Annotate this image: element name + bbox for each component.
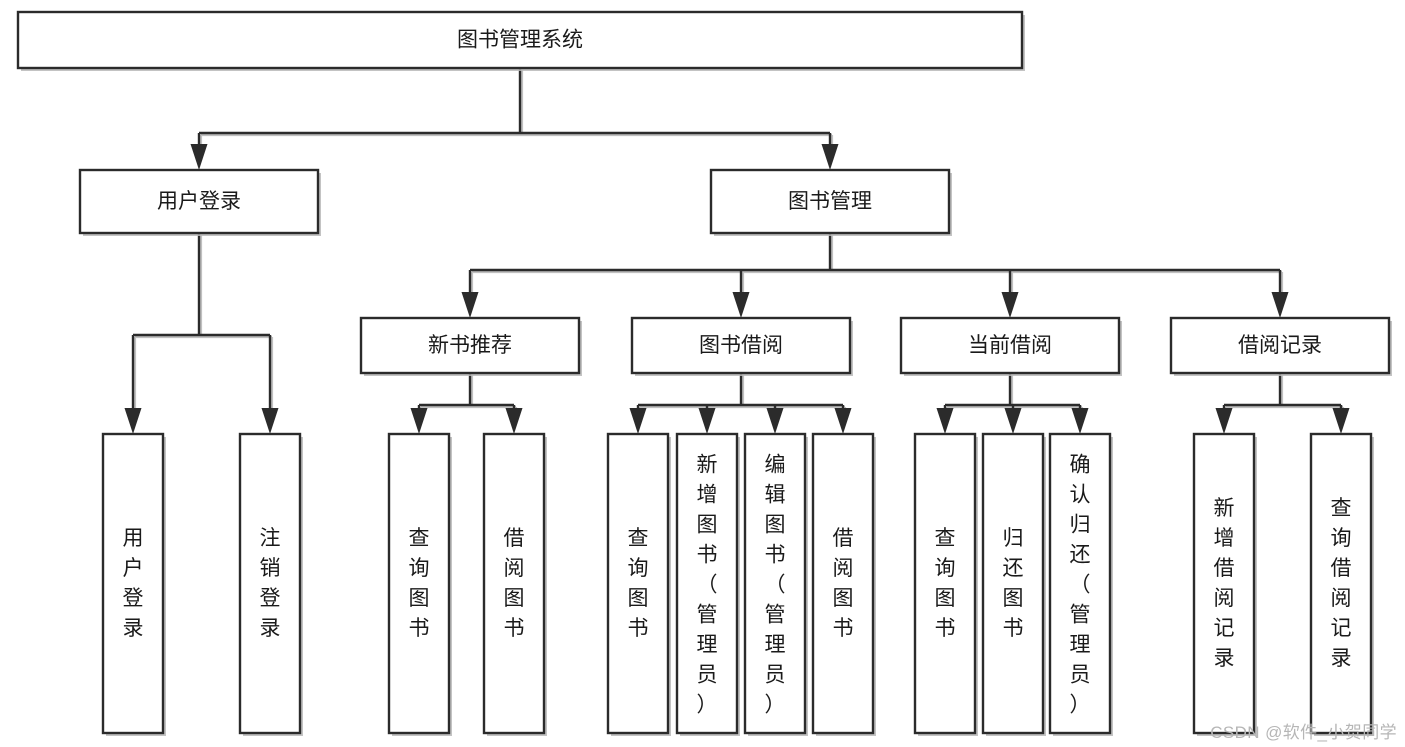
node-book-manage[interactable]: 图书管理 xyxy=(709,168,952,236)
node-root[interactable]: 图书管理系统 xyxy=(16,10,1025,71)
arrow-head-icon xyxy=(732,292,750,318)
node-label: 借阅记录 xyxy=(1238,334,1322,357)
edge-group-new-book-rec-to-leaves xyxy=(410,373,523,434)
node-current-borrow[interactable]: 当前借阅 xyxy=(899,316,1122,376)
node-leaf-query-book-2[interactable]: 查询图书 xyxy=(606,432,671,736)
node-label: 新增借阅记录 xyxy=(1214,497,1235,670)
node-label: 图书管理系统 xyxy=(457,29,583,52)
arrow-head-icon xyxy=(410,408,428,434)
node-box[interactable] xyxy=(387,432,451,735)
edge-group-current-borrow-to-leaves xyxy=(936,373,1089,434)
arrow-head-icon xyxy=(821,144,839,170)
node-label: 归还图书 xyxy=(1003,527,1024,640)
node-borrow-record[interactable]: 借阅记录 xyxy=(1169,316,1392,376)
node-box[interactable] xyxy=(981,432,1045,735)
node-box[interactable] xyxy=(630,316,852,375)
node-leaf-user-login[interactable]: 用户登录 xyxy=(101,432,166,736)
arrow-head-icon xyxy=(505,408,523,434)
node-leaf-query-book-1[interactable]: 查询图书 xyxy=(387,432,452,736)
node-user-login[interactable]: 用户登录 xyxy=(78,168,321,236)
arrow-head-icon xyxy=(1332,408,1350,434)
node-leaf-edit-book[interactable]: 编辑图书（管理员） xyxy=(743,432,808,736)
node-label: 新增图书（管理员） xyxy=(697,454,718,717)
arrow-head-icon xyxy=(124,408,142,434)
node-box[interactable] xyxy=(811,432,875,735)
node-leaf-query-record[interactable]: 查询借阅记录 xyxy=(1309,432,1374,736)
node-box[interactable] xyxy=(1192,432,1256,735)
node-leaf-borrow-book-1[interactable]: 借阅图书 xyxy=(482,432,547,736)
node-box[interactable] xyxy=(1048,432,1112,735)
node-label: 图书借阅 xyxy=(699,334,783,357)
node-leaf-return-book[interactable]: 归还图书 xyxy=(981,432,1046,736)
node-leaf-add-book[interactable]: 新增图书（管理员） xyxy=(675,432,740,736)
node-label: 确认归还（管理员） xyxy=(1070,454,1091,717)
arrow-head-icon xyxy=(629,408,647,434)
node-label: 用户登录 xyxy=(123,527,144,640)
node-leaf-borrow-book-2[interactable]: 借阅图书 xyxy=(811,432,876,736)
arrow-head-icon xyxy=(936,408,954,434)
node-label: 注销登录 xyxy=(260,527,281,640)
node-box[interactable] xyxy=(606,432,670,735)
node-label: 用户登录 xyxy=(157,190,241,213)
node-box[interactable] xyxy=(913,432,977,735)
arrow-head-icon xyxy=(834,408,852,434)
arrow-head-icon xyxy=(1071,408,1089,434)
node-box[interactable] xyxy=(101,432,165,735)
edge-group-user-login-to-leaves xyxy=(124,233,279,434)
edge-group-book-manage-to-level2 xyxy=(461,233,1289,318)
node-new-book-rec[interactable]: 新书推荐 xyxy=(359,316,582,376)
node-box[interactable] xyxy=(709,168,951,235)
node-box[interactable] xyxy=(899,316,1121,375)
edge-group-root-to-level1 xyxy=(190,68,839,170)
node-label: 新书推荐 xyxy=(428,334,512,357)
node-leaf-add-record[interactable]: 新增借阅记录 xyxy=(1192,432,1257,736)
node-box[interactable] xyxy=(743,432,807,735)
node-box[interactable] xyxy=(675,432,739,735)
node-label: 图书管理 xyxy=(788,190,872,213)
node-box[interactable] xyxy=(238,432,302,735)
node-label: 查询图书 xyxy=(409,527,430,640)
node-leaf-query-book-3[interactable]: 查询图书 xyxy=(913,432,978,736)
arrow-head-icon xyxy=(261,408,279,434)
edge-group-book-borrow-to-leaves xyxy=(629,373,852,434)
arrow-head-icon xyxy=(1271,292,1289,318)
node-label: 编辑图书（管理员） xyxy=(765,454,786,717)
node-label: 查询图书 xyxy=(628,527,649,640)
arrow-head-icon xyxy=(461,292,479,318)
arrow-head-icon xyxy=(698,408,716,434)
node-label: 查询图书 xyxy=(935,527,956,640)
node-leaf-confirm-return[interactable]: 确认归还（管理员） xyxy=(1048,432,1113,736)
arrow-head-icon xyxy=(1001,292,1019,318)
node-box[interactable] xyxy=(1309,432,1373,735)
node-label: 查询借阅记录 xyxy=(1331,497,1352,670)
node-box[interactable] xyxy=(359,316,581,375)
edges-layer xyxy=(124,68,1350,434)
node-label: 借阅图书 xyxy=(833,527,854,640)
arrow-head-icon xyxy=(766,408,784,434)
node-box[interactable] xyxy=(16,10,1024,70)
node-box[interactable] xyxy=(482,432,546,735)
arrow-head-icon xyxy=(1215,408,1233,434)
nodes-layer: 图书管理系统用户登录图书管理新书推荐图书借阅当前借阅借阅记录用户登录注销登录查询… xyxy=(16,10,1392,736)
node-book-borrow[interactable]: 图书借阅 xyxy=(630,316,853,376)
watermark-text: CSDN @软件_小贺同学 xyxy=(1210,723,1397,742)
arrow-head-icon xyxy=(1004,408,1022,434)
node-box[interactable] xyxy=(1169,316,1391,375)
node-leaf-logout[interactable]: 注销登录 xyxy=(238,432,303,736)
node-box[interactable] xyxy=(78,168,320,235)
arrow-head-icon xyxy=(190,144,208,170)
node-label: 当前借阅 xyxy=(968,334,1052,357)
edge-group-borrow-record-to-leaves xyxy=(1215,373,1350,434)
node-label: 借阅图书 xyxy=(504,527,525,640)
